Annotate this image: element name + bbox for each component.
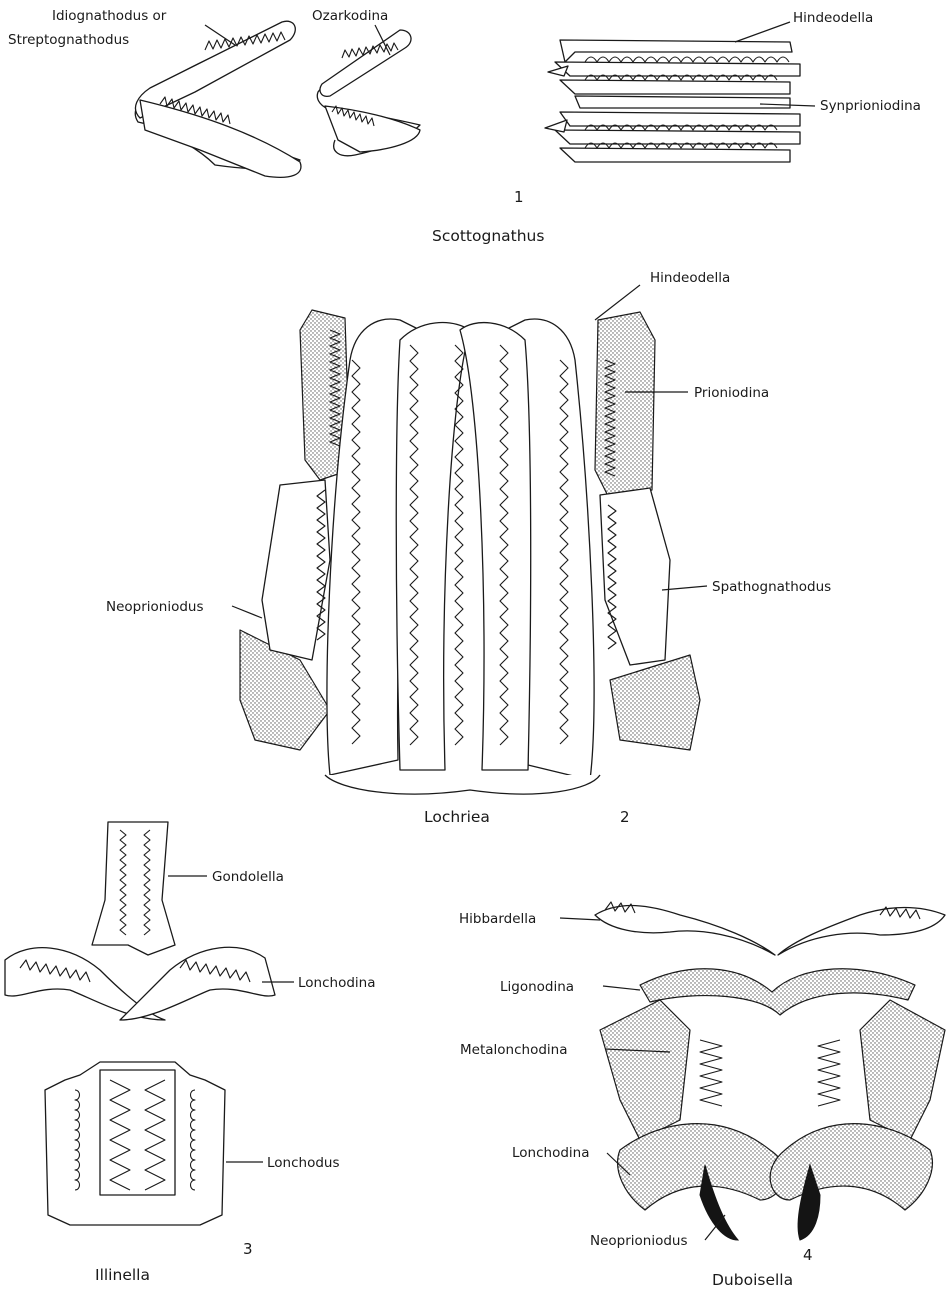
label-metalonchodina: Metalonchodina bbox=[460, 1042, 567, 1058]
neoprioniodus-right-element bbox=[610, 655, 700, 750]
panel-3: Gondolella Lonchodina Lonchodus 3 Illine… bbox=[5, 822, 376, 1284]
label-lonchodina-1: Lonchodina bbox=[298, 975, 376, 991]
label-neoprioniodus-2: Neoprioniodus bbox=[590, 1233, 688, 1249]
prioniodina-right-element bbox=[595, 312, 655, 500]
ozarkodina-element bbox=[317, 30, 420, 156]
gondolella-element bbox=[92, 822, 175, 955]
panel-number-1: 1 bbox=[514, 188, 524, 206]
ligonodina-element bbox=[640, 969, 915, 1015]
panel-1: Idiognathodus or Streptognathodus Ozarko… bbox=[8, 8, 921, 245]
label-gondolella: Gondolella bbox=[212, 869, 284, 885]
metalonchodina-left-element bbox=[600, 1000, 690, 1140]
label-hindeodella-2: Hindeodella bbox=[650, 270, 730, 286]
hibbardella-right-element bbox=[778, 908, 945, 956]
idiognathodus-element bbox=[135, 21, 301, 177]
panel-number-4: 4 bbox=[803, 1246, 813, 1264]
caption-illinella: Illinella bbox=[95, 1266, 150, 1284]
label-idiognathodus: Idiognathodus or bbox=[52, 8, 167, 24]
panel-2: Hindeodella Prioniodina Spathognathodus … bbox=[106, 270, 831, 826]
panel-number-2: 2 bbox=[620, 808, 630, 826]
hibbardella-left-element bbox=[595, 906, 775, 955]
caption-duboisella: Duboisella bbox=[712, 1271, 793, 1289]
panel-number-3: 3 bbox=[243, 1240, 253, 1258]
label-streptognathodus: Streptognathodus bbox=[8, 32, 129, 48]
panel-4: Hibbardella Ligonodina Metalonchodina Lo… bbox=[459, 902, 945, 1289]
label-prioniodina: Prioniodina bbox=[694, 385, 769, 401]
label-neoprioniodus-1: Neoprioniodus bbox=[106, 599, 204, 615]
caption-lochriea: Lochriea bbox=[424, 808, 490, 826]
label-lonchodus: Lonchodus bbox=[267, 1155, 340, 1171]
label-spathognathodus: Spathognathodus bbox=[712, 579, 831, 595]
lonchodina-lower-right-element bbox=[770, 1124, 932, 1210]
hindeodella-synprioniodina-bars bbox=[545, 40, 800, 162]
label-hibbardella: Hibbardella bbox=[459, 911, 536, 927]
hindeodella-central-elements bbox=[325, 319, 600, 794]
lonchodina-right-element bbox=[120, 947, 275, 1020]
label-synprioniodina: Synprioniodina bbox=[820, 98, 921, 114]
label-ozarkodina: Ozarkodina bbox=[312, 8, 388, 24]
caption-scottognathus: Scottognathus bbox=[432, 227, 544, 245]
label-ligonodina: Ligonodina bbox=[500, 979, 574, 995]
label-lonchodina-2: Lonchodina bbox=[512, 1145, 590, 1161]
metalonchodina-right-element bbox=[860, 1000, 945, 1140]
label-hindeodella-1: Hindeodella bbox=[793, 10, 873, 26]
